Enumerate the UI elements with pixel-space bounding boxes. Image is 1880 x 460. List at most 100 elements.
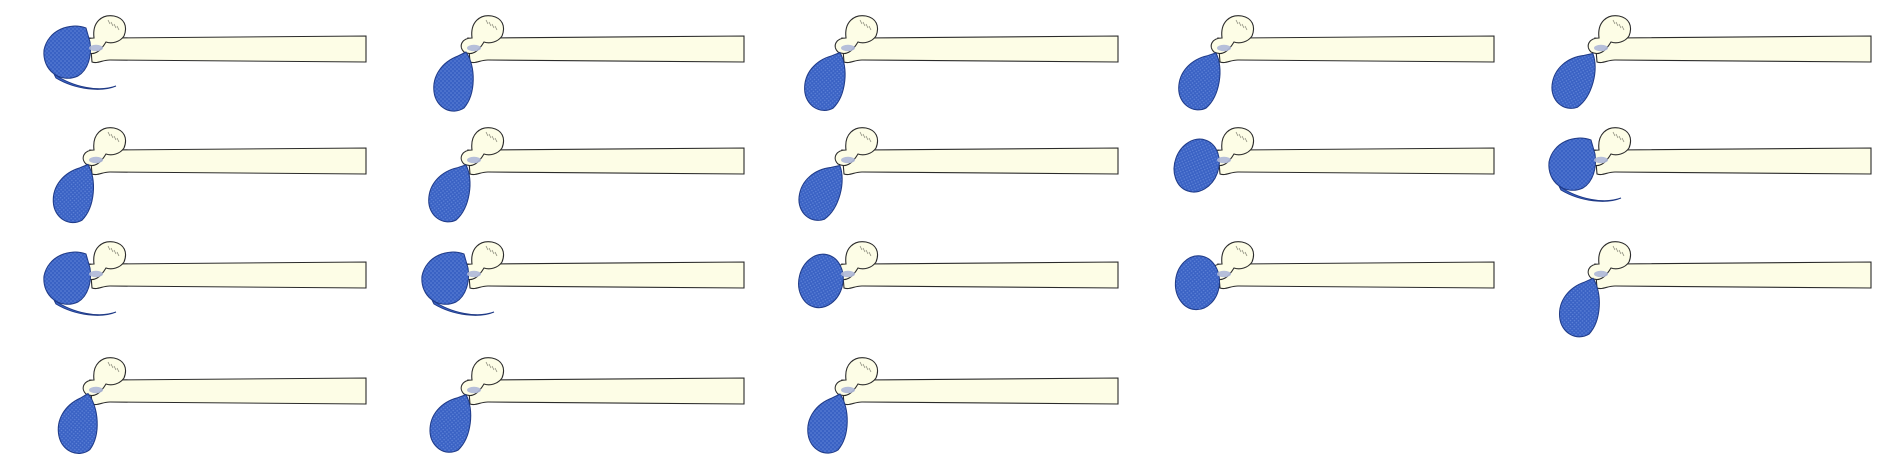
- mass-tail: [1558, 185, 1622, 202]
- mass-lobe: [52, 163, 94, 224]
- mass-lobe: [1559, 277, 1600, 338]
- stage-panel-16: [57, 357, 367, 454]
- junction-marker: [467, 156, 481, 164]
- stalk-shape: [841, 377, 1119, 406]
- stalk-shape: [1217, 147, 1495, 176]
- stalk-shape: [89, 377, 367, 406]
- junction-marker: [89, 270, 103, 278]
- blue-mass: [43, 25, 117, 90]
- head-tick: [116, 251, 120, 257]
- blue-mass: [428, 164, 471, 223]
- junction-marker: [89, 386, 103, 394]
- blue-mass: [804, 51, 846, 111]
- junction-marker: [1594, 156, 1608, 164]
- head-tick: [107, 131, 111, 137]
- stalk-shape: [1594, 35, 1872, 64]
- head-tick: [859, 245, 863, 251]
- mass-tail: [53, 73, 117, 90]
- stage-panel-4: [1178, 15, 1495, 111]
- head-tick: [494, 251, 498, 257]
- head-tick: [1621, 251, 1625, 257]
- mass-lobe: [1548, 137, 1596, 191]
- stalk-shape: [467, 35, 745, 64]
- stage-panel-6: [52, 127, 367, 224]
- head-tick: [868, 137, 872, 143]
- blue-mass: [1174, 255, 1220, 311]
- stage-panel-10: [1548, 127, 1872, 202]
- head-tick: [1621, 137, 1625, 143]
- head-tick: [1612, 131, 1616, 137]
- stage-panel-7: [428, 127, 745, 223]
- stalk-shape: [841, 35, 1119, 64]
- stage-panel-9: [1173, 127, 1495, 193]
- mass-tail: [431, 299, 495, 316]
- head-tick: [491, 365, 495, 371]
- head-tick: [1235, 245, 1239, 251]
- junction-marker: [841, 44, 855, 52]
- junction-marker: [467, 270, 481, 278]
- head-tick: [1621, 25, 1625, 31]
- head-tick: [491, 249, 495, 255]
- mass-lobe: [43, 25, 91, 79]
- junction-marker: [467, 386, 481, 394]
- head-tick: [1238, 247, 1242, 253]
- stage-panel-5: [1551, 15, 1872, 109]
- stage-panel-12: [421, 241, 745, 316]
- junction-marker: [841, 156, 855, 164]
- mass-lobe: [1173, 138, 1220, 193]
- head-tick: [494, 137, 498, 143]
- head-tick: [1241, 135, 1245, 141]
- junction-marker: [841, 386, 855, 394]
- blue-mass: [1173, 138, 1220, 193]
- head-tick: [485, 245, 489, 251]
- stage-panel-15: [1559, 241, 1872, 338]
- stalk-shape: [467, 377, 745, 406]
- stage-panel-17: [429, 357, 745, 453]
- panel-grid: [43, 15, 1872, 454]
- head-tick: [1618, 135, 1622, 141]
- head-tick: [113, 365, 117, 371]
- junction-marker: [89, 44, 103, 52]
- stage-panel-11: [43, 241, 367, 316]
- stalk-shape: [1217, 261, 1495, 290]
- head-tick: [1618, 23, 1622, 29]
- head-tick: [485, 361, 489, 367]
- head-tick: [1615, 133, 1619, 139]
- stage-panel-8: [798, 127, 1119, 221]
- head-tick: [113, 135, 117, 141]
- head-tick: [488, 247, 492, 253]
- head-tick: [113, 23, 117, 29]
- mass-lobe: [433, 51, 474, 112]
- head-tick: [1615, 21, 1619, 27]
- junction-marker: [841, 270, 855, 278]
- head-tick: [1612, 19, 1616, 25]
- blue-mass: [1551, 52, 1596, 109]
- head-tick: [1618, 249, 1622, 255]
- head-tick: [107, 245, 111, 251]
- blue-mass: [1559, 277, 1600, 338]
- stalk-shape: [1217, 35, 1495, 64]
- head-tick: [110, 133, 114, 139]
- junction-marker: [89, 156, 103, 164]
- head-tick: [862, 133, 866, 139]
- head-tick: [116, 25, 120, 31]
- head-tick: [485, 19, 489, 25]
- junction-marker: [1217, 270, 1231, 278]
- head-tick: [859, 19, 863, 25]
- head-tick: [113, 249, 117, 255]
- mass-lobe: [807, 393, 848, 454]
- stalk-shape: [1594, 147, 1872, 176]
- mass-lobe: [43, 251, 91, 305]
- mass-lobe: [1551, 52, 1596, 109]
- stalk-shape: [841, 261, 1119, 290]
- mass-lobe: [1178, 52, 1221, 111]
- stalk-shape: [89, 261, 367, 290]
- head-tick: [1244, 137, 1248, 143]
- head-tick: [1612, 245, 1616, 251]
- stalk-shape: [1594, 261, 1872, 290]
- head-tick: [1235, 131, 1239, 137]
- head-tick: [868, 25, 872, 31]
- head-tick: [491, 135, 495, 141]
- blue-mass: [52, 163, 94, 224]
- head-tick: [116, 137, 120, 143]
